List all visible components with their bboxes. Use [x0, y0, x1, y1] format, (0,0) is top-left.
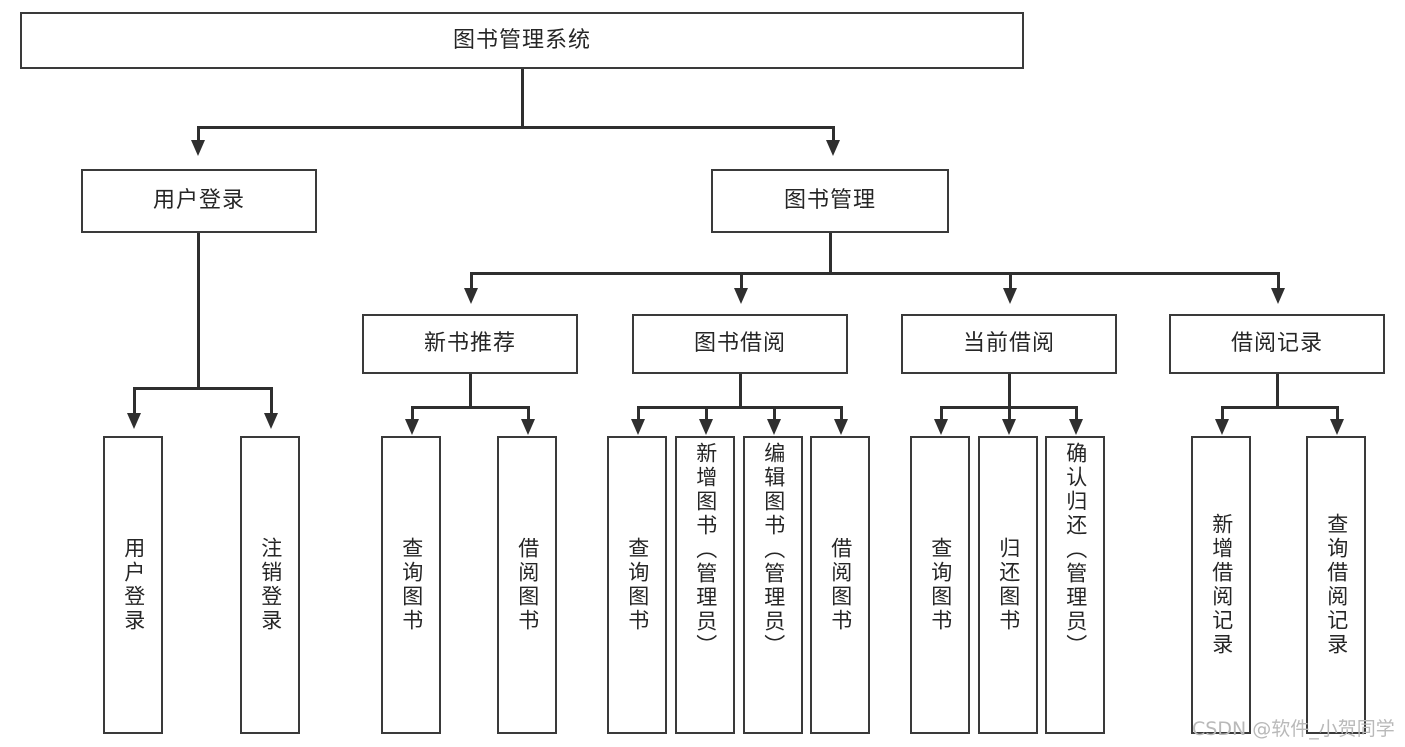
leaf-query-book-3[interactable]: 查询图书 — [910, 436, 970, 734]
connector-borrow-record-drop-1 — [1221, 406, 1224, 420]
node-label: 用户登录 — [121, 537, 146, 633]
leaf-add-record[interactable]: 新增借阅记录 — [1191, 436, 1251, 734]
node-label: 新书推荐 — [423, 331, 516, 357]
node-label: 新增借阅记录 — [1209, 513, 1234, 657]
leaf-borrow-book-1[interactable]: 借阅图书 — [497, 436, 557, 734]
connector-root-drop-left — [197, 126, 200, 142]
node-borrow-record[interactable]: 借阅记录 — [1169, 314, 1385, 374]
node-label: 新增图书（管理员） — [693, 442, 718, 658]
node-label: 图书管理系统 — [452, 27, 591, 53]
node-current-borrow[interactable]: 当前借阅 — [901, 314, 1117, 374]
connector-book-borrow-drop-1 — [637, 406, 640, 420]
arrowhead-leaf-borrow-book-1 — [521, 419, 535, 435]
arrowhead-to-book-manage — [826, 140, 840, 156]
connector-new-book-drop-1 — [411, 406, 414, 420]
arrowhead-leaf-logout-login — [264, 413, 278, 429]
connector-book-borrow-stem — [739, 374, 742, 407]
connector-root-bus — [197, 126, 834, 129]
connector-book-borrow-drop-4 — [840, 406, 843, 420]
node-label: 借阅图书 — [828, 537, 853, 633]
arrowhead-leaf-edit-book — [767, 419, 781, 435]
connector-book-manage-drop-1 — [470, 272, 473, 290]
arrowhead-leaf-return-book — [1002, 419, 1016, 435]
connector-book-manage-drop-2 — [740, 272, 743, 290]
connector-book-manage-drop-3 — [1009, 272, 1012, 290]
node-label: 图书借阅 — [693, 331, 786, 357]
arrowhead-leaf-add-book — [699, 419, 713, 435]
connector-book-borrow-drop-2 — [705, 406, 708, 420]
connector-borrow-record-drop-2 — [1336, 406, 1339, 420]
connector-current-borrow-stem — [1008, 374, 1011, 407]
node-book-borrow[interactable]: 图书借阅 — [632, 314, 848, 374]
node-label: 当前借阅 — [962, 331, 1055, 357]
arrowhead-current-borrow — [1003, 288, 1017, 304]
arrowhead-leaf-user-login — [127, 413, 141, 429]
connector-current-borrow-drop-3 — [1075, 406, 1078, 420]
connector-book-borrow-bus — [637, 406, 842, 409]
arrowhead-leaf-confirm-return — [1069, 419, 1083, 435]
leaf-query-book-2[interactable]: 查询图书 — [607, 436, 667, 734]
arrowhead-new-book-recommend — [464, 288, 478, 304]
leaf-edit-book[interactable]: 编辑图书（管理员） — [743, 436, 803, 734]
leaf-user-login[interactable]: 用户登录 — [103, 436, 163, 734]
arrowhead-leaf-query-book-2 — [631, 419, 645, 435]
connector-new-book-drop-2 — [527, 406, 530, 420]
connector-current-borrow-drop-2 — [1008, 406, 1011, 420]
connector-new-book-bus — [411, 406, 529, 409]
leaf-query-record[interactable]: 查询借阅记录 — [1306, 436, 1366, 734]
node-label: 查询借阅记录 — [1324, 513, 1349, 657]
node-label: 确认归还（管理员） — [1063, 442, 1088, 658]
node-label: 借阅记录 — [1230, 331, 1323, 357]
leaf-borrow-book-2[interactable]: 借阅图书 — [810, 436, 870, 734]
connector-book-manage-stem — [829, 233, 832, 273]
node-label: 查询图书 — [625, 537, 650, 633]
leaf-confirm-return[interactable]: 确认归还（管理员） — [1045, 436, 1105, 734]
connector-root-stem — [521, 69, 524, 127]
leaf-query-book-1[interactable]: 查询图书 — [381, 436, 441, 734]
connector-user-login-drop-2 — [270, 387, 273, 415]
connector-current-borrow-drop-1 — [940, 406, 943, 420]
connector-user-login-bus — [133, 387, 272, 390]
arrowhead-book-borrow — [734, 288, 748, 304]
connector-root-drop-right — [832, 126, 835, 142]
node-book-management[interactable]: 图书管理 — [711, 169, 949, 233]
connector-book-manage-bus — [470, 272, 1279, 275]
node-new-book-recommend[interactable]: 新书推荐 — [362, 314, 578, 374]
leaf-return-book[interactable]: 归还图书 — [978, 436, 1038, 734]
node-label: 编辑图书（管理员） — [761, 442, 786, 658]
connector-borrow-record-stem — [1276, 374, 1279, 407]
leaf-add-book[interactable]: 新增图书（管理员） — [675, 436, 735, 734]
node-label: 查询图书 — [928, 537, 953, 633]
connector-book-borrow-drop-3 — [773, 406, 776, 420]
connector-user-login-drop-1 — [133, 387, 136, 415]
connector-user-login-stem — [197, 233, 200, 388]
node-root-book-management-system[interactable]: 图书管理系统 — [20, 12, 1024, 69]
arrowhead-leaf-borrow-book-2 — [834, 419, 848, 435]
arrowhead-leaf-query-record — [1330, 419, 1344, 435]
node-label: 借阅图书 — [515, 537, 540, 633]
connector-book-manage-drop-4 — [1277, 272, 1280, 290]
node-user-login[interactable]: 用户登录 — [81, 169, 317, 233]
arrowhead-borrow-record — [1271, 288, 1285, 304]
leaf-logout-login[interactable]: 注销登录 — [240, 436, 300, 734]
arrowhead-leaf-query-book-1 — [405, 419, 419, 435]
node-label: 用户登录 — [152, 188, 245, 214]
connector-new-book-stem — [469, 374, 472, 407]
node-label: 查询图书 — [399, 537, 424, 633]
arrowhead-leaf-query-book-3 — [934, 419, 948, 435]
connector-borrow-record-bus — [1221, 406, 1338, 409]
node-label: 图书管理 — [783, 188, 876, 214]
arrowhead-leaf-add-record — [1215, 419, 1229, 435]
node-label: 注销登录 — [258, 537, 283, 633]
arrowhead-to-user-login — [191, 140, 205, 156]
node-label: 归还图书 — [996, 537, 1021, 633]
